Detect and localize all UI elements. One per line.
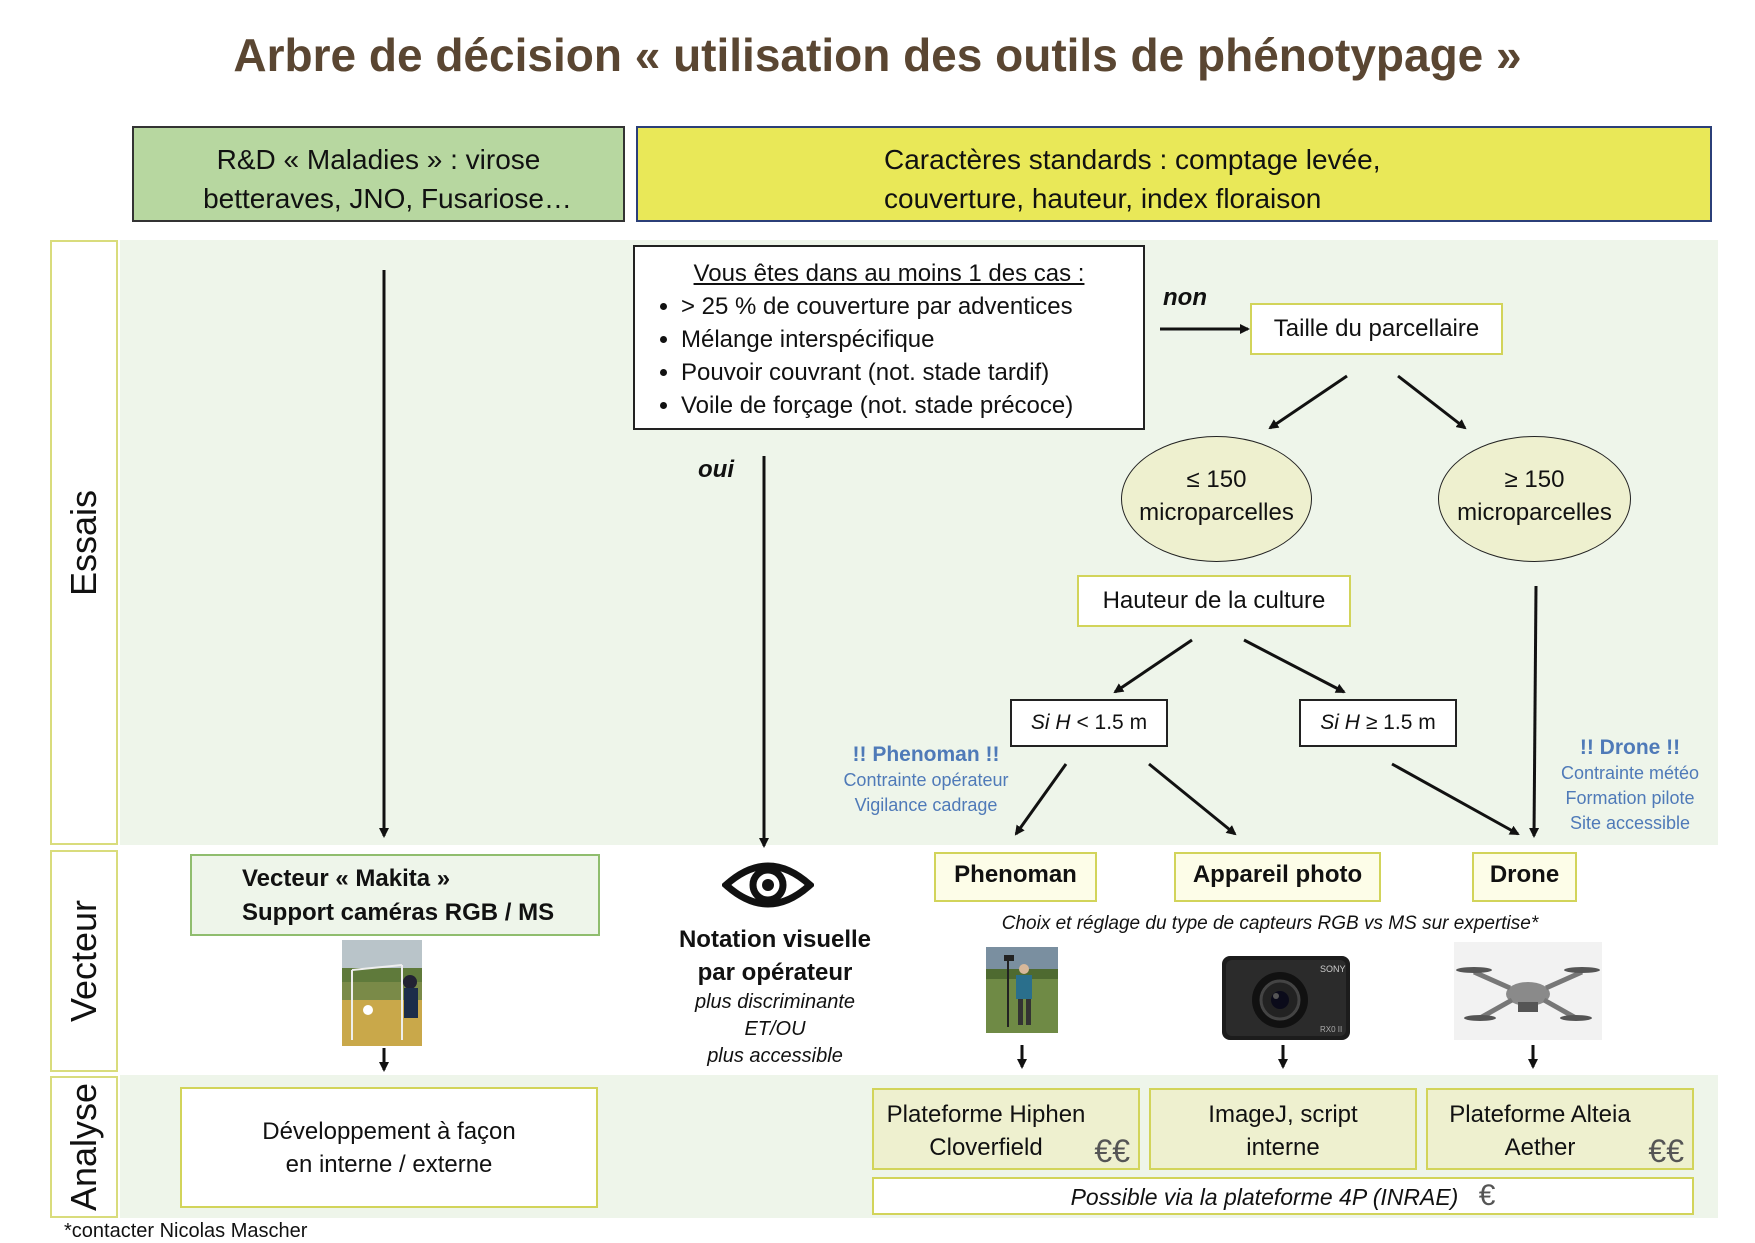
h-low-box: Si H < 1.5 m: [1010, 699, 1168, 747]
visual-line2: par opérateur: [697, 959, 853, 986]
drone-warning-title: !! Drone !!: [1579, 736, 1681, 759]
conditions-list: > 25 % de couverture par adventices Méla…: [651, 290, 1127, 422]
arrow-high-to-drone: [1391, 762, 1520, 836]
header-standards-line1: Caractères standards : comptage levée,: [884, 144, 1381, 175]
visual-sub3: plus accessible: [707, 1045, 843, 1067]
arrow-low-to-phenoman: [1014, 763, 1068, 836]
visual-sub1: plus discriminante: [694, 991, 856, 1013]
visual-notation: Notation visuelle par opérateur plus dis…: [655, 923, 895, 1070]
h-high-prefix: Si H: [1320, 711, 1360, 734]
condition-item: Pouvoir couvrant (not. stade tardif): [681, 356, 1127, 389]
label-oui: oui: [698, 456, 734, 483]
hiphen-cost: €€: [1094, 1133, 1130, 1169]
label-non: non: [1163, 284, 1207, 311]
arrow-taille-to-large: [1397, 374, 1467, 430]
h-high-suffix: ≥ 1.5 m: [1359, 711, 1436, 734]
conditions-box: Vous êtes dans au moins 1 des cas : > 25…: [633, 245, 1145, 430]
visual-sub2: ET/OU: [744, 1018, 806, 1040]
hiphen-box: Plateforme Hiphen Cloverfield €€: [872, 1088, 1140, 1170]
arrow-hauteur-to-low: [1113, 638, 1193, 694]
h-low-suffix: < 1.5 m: [1070, 711, 1148, 734]
condition-item: Mélange interspécifique: [681, 323, 1127, 356]
drone-box: Drone: [1472, 852, 1577, 902]
header-maladies-line1: R&D « Maladies » : virose: [216, 144, 541, 175]
developpement-line1: Développement à façon: [262, 1118, 516, 1145]
drone-warning-line1: Contrainte météo: [1560, 763, 1700, 783]
condition-item: Voile de forçage (not. stade précoce): [681, 389, 1127, 422]
header-maladies: R&D « Maladies » : virose betteraves, JN…: [132, 126, 625, 222]
capteurs-note: Choix et réglage du type de capteurs RGB…: [1001, 913, 1539, 934]
header-standards-line2: couverture, hauteur, index floraison: [884, 183, 1322, 214]
visual-line1: Notation visuelle: [678, 926, 872, 953]
hiphen-line1: Plateforme Hiphen: [886, 1101, 1086, 1128]
phenoman-warning-line2: Vigilance cadrage: [854, 795, 998, 815]
arrow-low-to-appareil: [1148, 762, 1237, 836]
row-label-essais: Essais: [50, 240, 118, 845]
h-low-prefix: Si H: [1030, 711, 1071, 734]
plateforme-4p-cost: €: [1478, 1179, 1496, 1212]
arrow-large-to-drone: [1529, 585, 1540, 838]
condition-item: > 25 % de couverture par adventices: [681, 290, 1127, 323]
phenoman-warning: !! Phenoman !! Contrainte opérateur Vigi…: [826, 742, 1026, 818]
small-plots-node: ≤ 150 microparcelles: [1121, 436, 1312, 562]
developpement-box: Développement à façon en interne / exter…: [180, 1087, 598, 1208]
footer-note: *contacter Nicolas Mascher: [64, 1220, 308, 1242]
header-maladies-line2: betteraves, JNO, Fusariose…: [203, 183, 572, 214]
phenoman-photo: [986, 947, 1058, 1033]
drone-photo: [1454, 942, 1602, 1040]
drone-warning-line2: Formation pilote: [1565, 788, 1695, 808]
alteia-cost: €€: [1648, 1133, 1684, 1169]
camera-model: RX0 II: [1320, 1025, 1342, 1034]
small-plots-line2: microparcelles: [1139, 499, 1294, 526]
camera-brand: SONY: [1320, 964, 1346, 974]
row-label-vecteur: Vecteur: [50, 850, 118, 1072]
drone-warning: !! Drone !! Contrainte météo Formation p…: [1540, 735, 1720, 836]
arrow-hauteur-to-high: [1243, 638, 1346, 694]
small-plots-line1: ≤ 150: [1186, 466, 1247, 493]
phenoman-warning-title: !! Phenoman !!: [852, 743, 1000, 766]
appareil-photo-box: Appareil photo: [1174, 852, 1381, 902]
large-plots-line2: microparcelles: [1457, 499, 1612, 526]
conditions-title: Vous êtes dans au moins 1 des cas :: [693, 260, 1085, 287]
large-plots-node: ≥ 150 microparcelles: [1438, 436, 1631, 562]
alteia-line2: Aether: [1504, 1134, 1576, 1161]
large-plots-line1: ≥ 150: [1504, 466, 1565, 493]
makita-line2: Support caméras RGB / MS: [242, 899, 555, 926]
makita-box: Vecteur « Makita » Support caméras RGB /…: [190, 854, 600, 936]
plateforme-4p-box: Possible via la plateforme 4P (INRAE) €: [872, 1177, 1694, 1215]
drone-warning-line3: Site accessible: [1569, 813, 1691, 833]
makita-photo: [342, 940, 422, 1046]
makita-line1: Vecteur « Makita »: [242, 865, 451, 892]
phenoman-warning-line1: Contrainte opérateur: [843, 770, 1009, 790]
imagej-line1: ImageJ, script: [1208, 1101, 1358, 1128]
page-title: Arbre de décision « utilisation des outi…: [233, 29, 1522, 81]
imagej-box: ImageJ, script interne: [1149, 1088, 1417, 1170]
hauteur-culture-box: Hauteur de la culture: [1077, 575, 1351, 627]
row-label-analyse: Analyse: [50, 1076, 118, 1218]
alteia-line1: Plateforme Alteia: [1449, 1101, 1631, 1128]
imagej-line2: interne: [1246, 1134, 1320, 1161]
plateforme-4p-text: Possible via la plateforme 4P (INRAE): [1070, 1184, 1459, 1210]
phenoman-box: Phenoman: [934, 852, 1097, 902]
developpement-line2: en interne / externe: [285, 1151, 493, 1178]
header-standards: Caractères standards : comptage levée, c…: [636, 126, 1712, 222]
alteia-box: Plateforme Alteia Aether €€: [1426, 1088, 1694, 1170]
taille-parcellaire-box: Taille du parcellaire: [1250, 303, 1503, 355]
camera-photo: SONY RX0 II: [1222, 956, 1350, 1040]
eye-icon: [722, 862, 814, 908]
h-high-box: Si H ≥ 1.5 m: [1299, 699, 1457, 747]
hiphen-line2: Cloverfield: [929, 1134, 1043, 1161]
arrow-taille-to-small: [1268, 374, 1348, 430]
